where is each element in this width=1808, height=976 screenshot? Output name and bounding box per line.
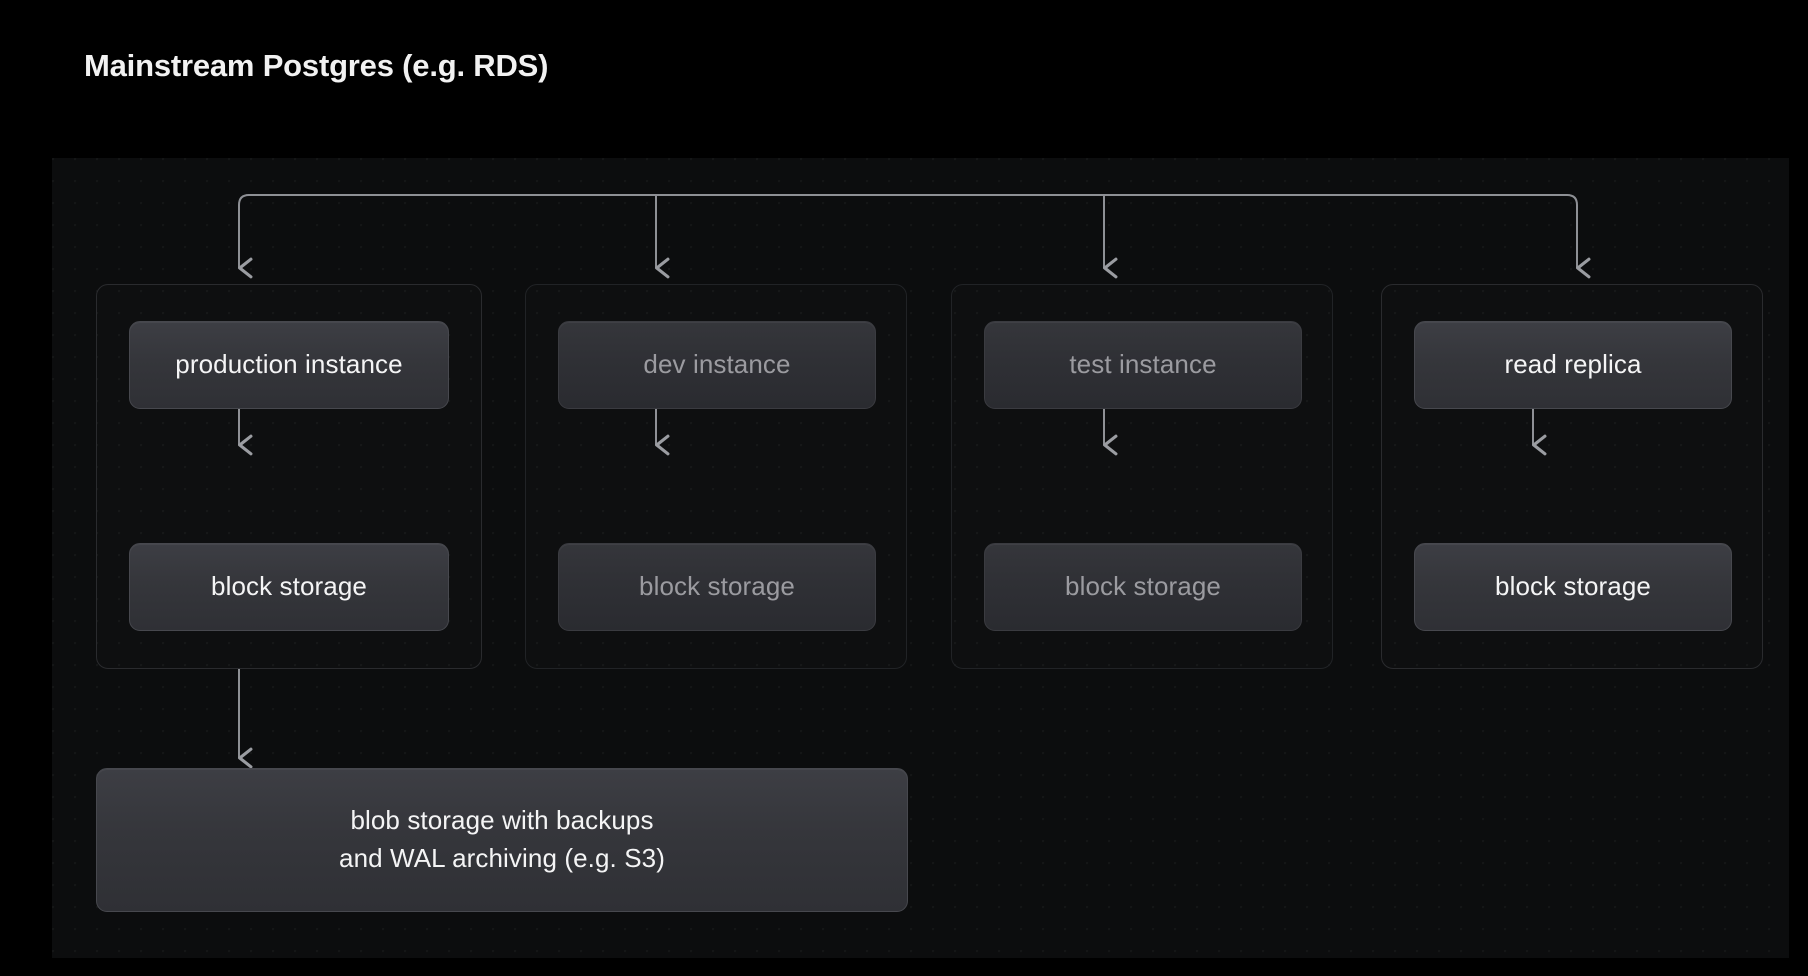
page-title: Mainstream Postgres (e.g. RDS) bbox=[84, 48, 549, 83]
node-read-replica[interactable]: read replica bbox=[1414, 321, 1732, 409]
node-production-block-storage[interactable]: block storage bbox=[129, 543, 449, 631]
node-test-block-storage[interactable]: block storage bbox=[984, 543, 1302, 631]
node-dev-block-storage[interactable]: block storage bbox=[558, 543, 876, 631]
column-group-test: test instance block storage bbox=[951, 284, 1333, 669]
node-production-instance[interactable]: production instance bbox=[129, 321, 449, 409]
blob-storage-line-1: blob storage with backups bbox=[350, 805, 654, 836]
column-group-read-replica: read replica block storage bbox=[1381, 284, 1763, 669]
column-group-dev: dev instance block storage bbox=[525, 284, 907, 669]
node-blob-storage[interactable]: blob storage with backups and WAL archiv… bbox=[96, 768, 908, 912]
column-group-production: production instance block storage bbox=[96, 284, 482, 669]
node-dev-instance[interactable]: dev instance bbox=[558, 321, 876, 409]
node-test-instance[interactable]: test instance bbox=[984, 321, 1302, 409]
diagram-panel: production instance block storage dev in… bbox=[52, 158, 1789, 958]
blob-storage-line-2: and WAL archiving (e.g. S3) bbox=[339, 843, 665, 873]
node-read-replica-block-storage[interactable]: block storage bbox=[1414, 543, 1732, 631]
